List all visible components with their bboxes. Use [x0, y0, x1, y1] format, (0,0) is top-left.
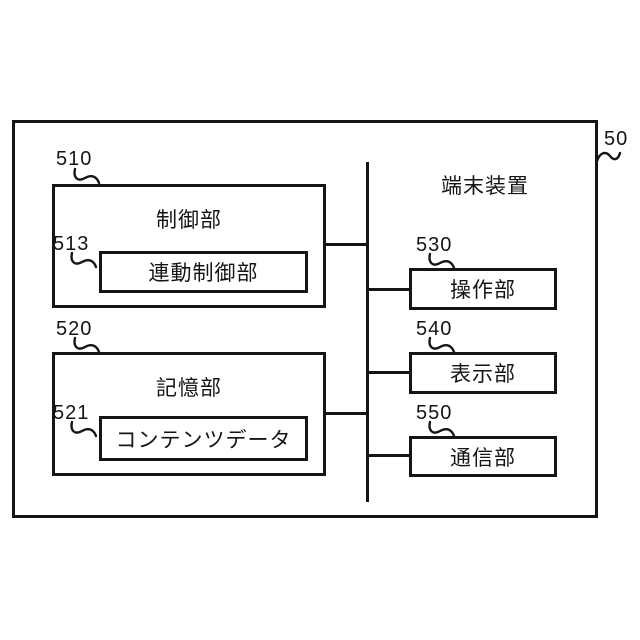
connector-bus-to-operation — [368, 288, 410, 291]
control-unit-box: 制御部 連動制御部 — [52, 184, 326, 308]
connector-control-to-bus — [324, 243, 367, 246]
linked-control-unit-label: 連動制御部 — [148, 262, 259, 285]
lead-line-squiggle-550 — [428, 420, 456, 438]
lead-line-squiggle-530 — [428, 252, 456, 270]
operation-unit-label: 操作部 — [450, 279, 516, 302]
ref-label-510: 510 — [56, 148, 93, 170]
operation-unit-box: 操作部 — [409, 268, 557, 310]
ref-label-550: 550 — [416, 402, 453, 424]
bus-line — [366, 162, 369, 502]
connector-bus-to-communication — [368, 454, 410, 457]
lead-line-squiggle-520 — [73, 336, 101, 354]
ref-label-540: 540 — [416, 318, 453, 340]
control-unit-label: 制御部 — [156, 209, 222, 232]
content-data-box: コンテンツデータ — [99, 416, 308, 461]
lead-line-squiggle-521 — [70, 420, 98, 438]
ref-label-530: 530 — [416, 234, 453, 256]
communication-unit-box: 通信部 — [409, 436, 557, 477]
content-data-label: コンテンツデータ — [115, 428, 292, 452]
ref-label-521: 521 — [53, 402, 90, 424]
linked-control-unit-box: 連動制御部 — [99, 251, 308, 293]
terminal-device-title: 端末装置 — [441, 175, 529, 198]
storage-unit-box: 記憶部 コンテンツデータ — [52, 352, 326, 476]
lead-line-squiggle-540 — [428, 336, 456, 354]
display-unit-box: 表示部 — [409, 352, 557, 394]
connector-storage-to-bus — [324, 412, 367, 415]
ref-label-513: 513 — [53, 233, 90, 255]
storage-unit-label: 記憶部 — [156, 377, 222, 400]
ref-label-50: 50 — [604, 128, 629, 150]
communication-unit-label: 通信部 — [450, 446, 516, 470]
lead-line-squiggle-50 — [596, 151, 622, 163]
display-unit-label: 表示部 — [450, 363, 516, 386]
lead-line-squiggle-510 — [73, 167, 101, 185]
connector-bus-to-display — [368, 371, 410, 374]
lead-line-squiggle-513 — [70, 251, 98, 269]
ref-label-520: 520 — [56, 318, 93, 340]
